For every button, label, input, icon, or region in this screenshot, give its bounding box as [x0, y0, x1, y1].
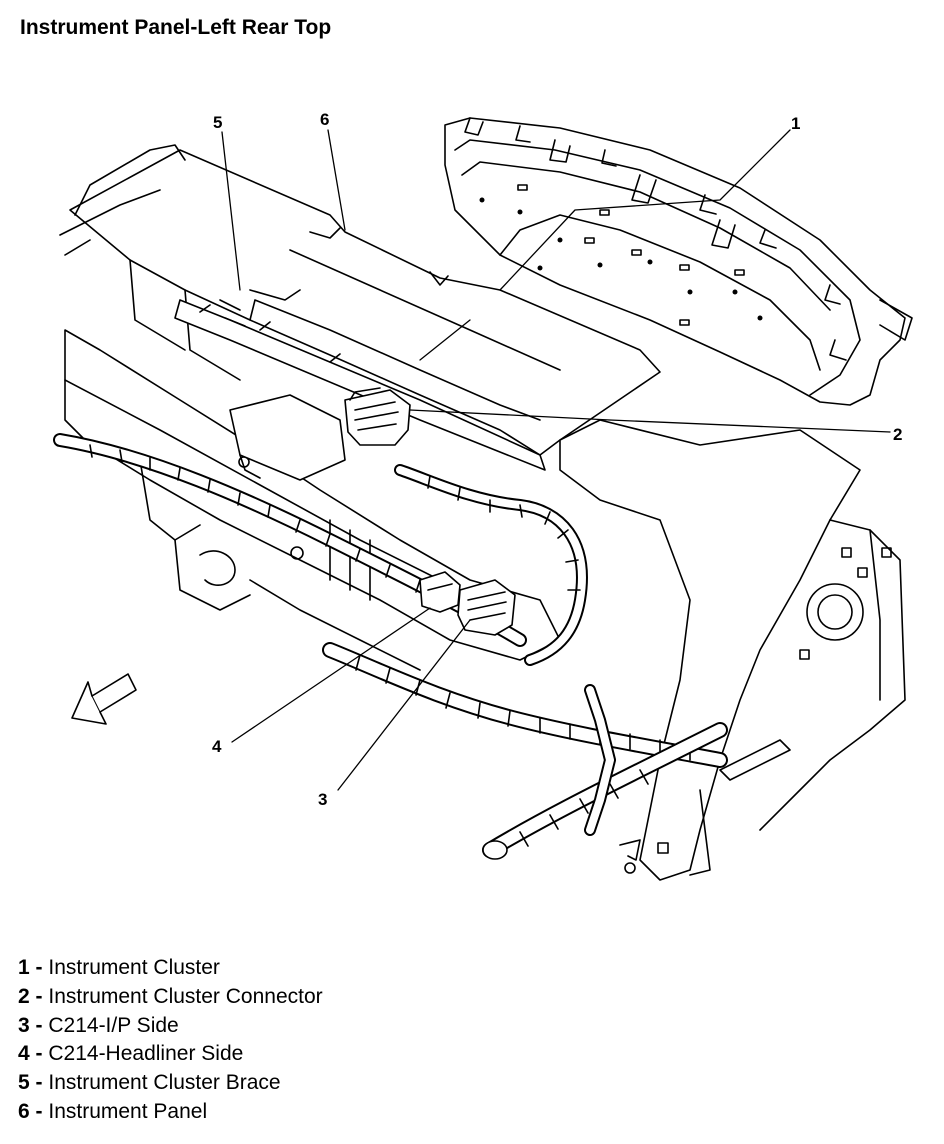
cluster-connector — [344, 387, 411, 446]
callout-2: 2 — [893, 425, 902, 444]
legend-number: 1 — [18, 956, 30, 979]
mounting-brackets — [229, 394, 711, 876]
callout-1: 1 — [791, 114, 800, 133]
leader-line-1 — [499, 129, 791, 291]
legend-separator: - — [29, 1099, 49, 1123]
leader-line-4 — [231, 607, 431, 743]
legend-label: Instrument Panel — [48, 1099, 208, 1123]
wiring-harness — [53, 433, 728, 860]
legend-separator: - — [29, 984, 49, 1008]
leader-lines — [221, 129, 891, 791]
page-title: Instrument Panel-Left Rear Top — [20, 16, 332, 39]
legend-number: 6 — [18, 1099, 30, 1123]
instrument-cluster — [444, 117, 913, 406]
legend-label: Instrument Cluster Brace — [48, 1071, 281, 1095]
legend-item: 3 - C214-I/P Side — [18, 1012, 323, 1041]
c214-ip-side-connector — [457, 579, 516, 636]
legend-number: 2 — [18, 984, 30, 1008]
leader-line-6 — [327, 129, 346, 231]
legend-separator: - — [29, 956, 49, 979]
legend-label: Instrument Cluster — [48, 956, 220, 979]
cluster-brace — [174, 299, 546, 471]
legend-label: Instrument Cluster Connector — [48, 984, 323, 1008]
legend-item: 2 - Instrument Cluster Connector — [18, 983, 323, 1012]
leader-line-2 — [409, 409, 891, 433]
legend-separator: - — [29, 1013, 49, 1037]
callout-3: 3 — [318, 790, 327, 809]
callout-4: 4 — [212, 737, 222, 756]
legend-number: 3 — [18, 1013, 30, 1037]
callout-legend: 1 - Instrument Cluster 2 - Instrument Cl… — [18, 954, 323, 1127]
callout-5: 5 — [213, 113, 222, 132]
legend-label: C214-I/P Side — [48, 1013, 179, 1037]
leader-line-6b — [419, 319, 471, 361]
callout-6: 6 — [320, 110, 329, 129]
legend-item: 4 - C214-Headliner Side — [18, 1040, 323, 1069]
legend-number: 4 — [18, 1042, 30, 1066]
dash-side-panel — [559, 419, 906, 881]
legend-separator: - — [29, 1042, 49, 1066]
legend-separator: - — [29, 1071, 49, 1095]
legend-item: 5 - Instrument Cluster Brace — [18, 1069, 323, 1098]
legend-item: 1 - Instrument Cluster — [18, 954, 323, 983]
legend-number: 5 — [18, 1071, 30, 1095]
leader-line-3 — [337, 619, 471, 791]
forward-arrow-icon — [71, 673, 137, 725]
legend-label: C214-Headliner Side — [48, 1042, 244, 1066]
legend-item: 6 - Instrument Panel — [18, 1098, 323, 1127]
leader-line-5 — [221, 131, 241, 291]
